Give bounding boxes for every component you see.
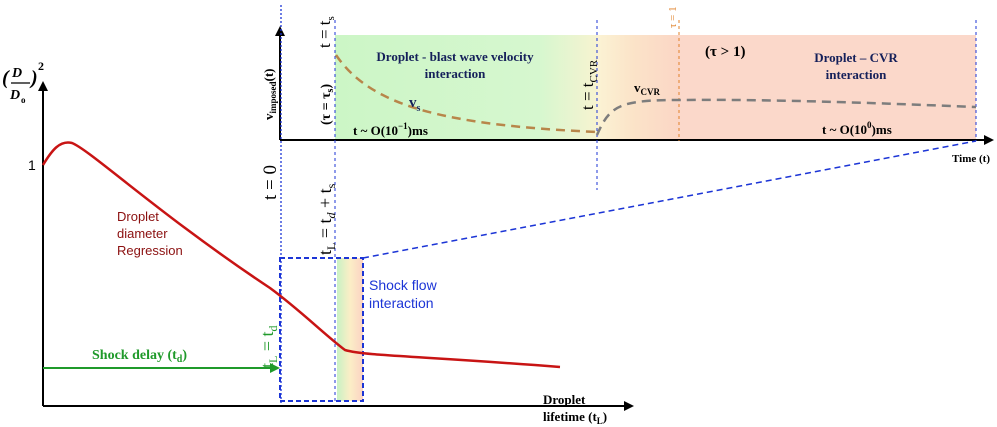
vcvr-label: vCVR — [634, 80, 660, 97]
shock-flow-zoom-box — [279, 257, 364, 402]
curve-label-line2: diameter — [117, 226, 168, 241]
time-order-large-label: t ~ O(100)ms — [822, 120, 892, 137]
tau-greater-one-label: (τ > 1) — [705, 44, 745, 60]
cvr-title-line1: Droplet – CVR — [814, 50, 898, 65]
t-equals-ts-label: t = ts — [315, 16, 337, 48]
cvr-interaction-region — [679, 35, 976, 141]
t-equals-tcvr-label: t = tCVR — [578, 59, 600, 110]
curve-label-line3: Regression — [117, 243, 183, 258]
zoom-connector-top — [362, 140, 977, 259]
tl-equals-td-label: tL = td — [257, 325, 280, 368]
blast-wave-title-line1: Droplet - blast wave velocity — [376, 49, 534, 64]
y-tick-one: 1 — [28, 157, 36, 173]
svg-text:2: 2 — [38, 59, 44, 73]
svg-text:D: D — [11, 66, 22, 81]
time-order-small-label: t ~ O(10−1)ms — [353, 121, 428, 138]
svg-text:D: D — [9, 88, 20, 103]
shock-flow-label-line1: Shock flow — [369, 277, 438, 293]
curve-label-line1: Droplet — [117, 209, 159, 224]
svg-text:(: ( — [2, 67, 10, 89]
x-axis-label-line1: Droplet — [543, 392, 586, 407]
blast-wave-title-line2: interaction — [425, 66, 486, 81]
main-y-axis-label: ( D D o ) 2 — [2, 59, 44, 105]
inset-y-axis-label: vimposed(t) — [261, 68, 278, 120]
shock-delay-label: Shock delay (td) — [92, 348, 187, 365]
x-axis-label-line2: lifetime (tL) — [543, 409, 607, 426]
tau-equals-taus-label: (τ = τs) — [319, 84, 336, 125]
cvr-title-line2: interaction — [826, 67, 887, 82]
t-zero-label: t = 0 — [260, 165, 281, 200]
tau-equals-one-label: τ = 1 — [667, 6, 679, 28]
vs-curve — [334, 54, 598, 134]
vcvr-curve — [595, 98, 977, 136]
svg-text:): ) — [29, 67, 38, 89]
vs-label: vs — [409, 95, 421, 114]
blast-wave-region — [335, 35, 597, 141]
shock-flow-strip — [337, 258, 363, 401]
diameter-regression-curve — [41, 141, 561, 369]
tl-td-plus-ts-label: tL = td + ts — [315, 183, 338, 255]
svg-text:lifetime (tL): lifetime (tL) — [543, 409, 607, 426]
shock-flow-label-line2: interaction — [369, 295, 434, 311]
inset-x-axis-label: Time (t) — [952, 153, 990, 165]
cvr-transition-region — [597, 35, 679, 141]
svg-text:o: o — [21, 95, 26, 105]
